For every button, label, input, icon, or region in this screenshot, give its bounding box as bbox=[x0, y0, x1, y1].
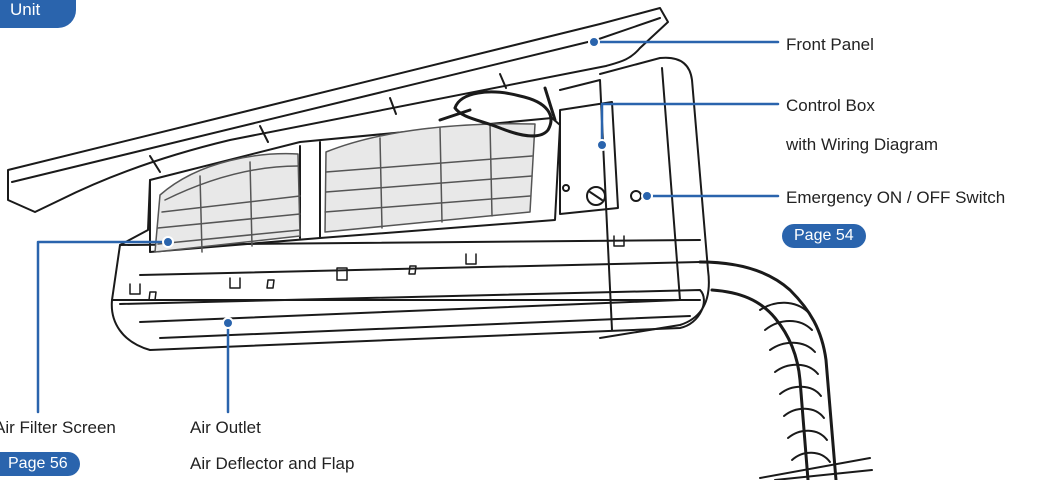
air-filter-screen-right bbox=[324, 122, 536, 233]
control-box-shape bbox=[559, 101, 619, 215]
air-outlet-label: Air Outlet bbox=[190, 418, 261, 437]
air-filter-dot bbox=[162, 236, 174, 248]
emergency-switch-label: Emergency ON / OFF Switch bbox=[786, 188, 1006, 207]
front-panel-label: Front Panel bbox=[786, 35, 874, 54]
emergency-switch-shape bbox=[630, 190, 642, 202]
control-box-dot bbox=[596, 139, 608, 151]
emergency-switch-page-link[interactable]: Page 54 bbox=[782, 224, 866, 248]
body-markings bbox=[129, 235, 625, 301]
emergency-switch-dot bbox=[641, 190, 653, 202]
section-tab-label: Unit bbox=[10, 0, 41, 19]
control-box-label: Control Box bbox=[786, 96, 875, 115]
air-filter-label: Air Filter Screen bbox=[0, 418, 116, 437]
air-filter-leader bbox=[36, 240, 170, 414]
drain-hose bbox=[698, 260, 873, 480]
air-filter-page-link[interactable]: Page 56 bbox=[0, 452, 80, 476]
air-outlet-dot bbox=[222, 317, 234, 329]
wiring-cable bbox=[438, 86, 557, 138]
front-panel-dot bbox=[588, 36, 600, 48]
air-deflector-label: Air Deflector and Flap bbox=[190, 454, 355, 473]
air-filter-screen-left bbox=[154, 152, 301, 253]
section-tab: Unit bbox=[0, 0, 76, 28]
control-box-leader bbox=[600, 102, 780, 147]
callout-leaders bbox=[36, 36, 780, 414]
control-box-sublabel: with Wiring Diagram bbox=[786, 135, 939, 154]
